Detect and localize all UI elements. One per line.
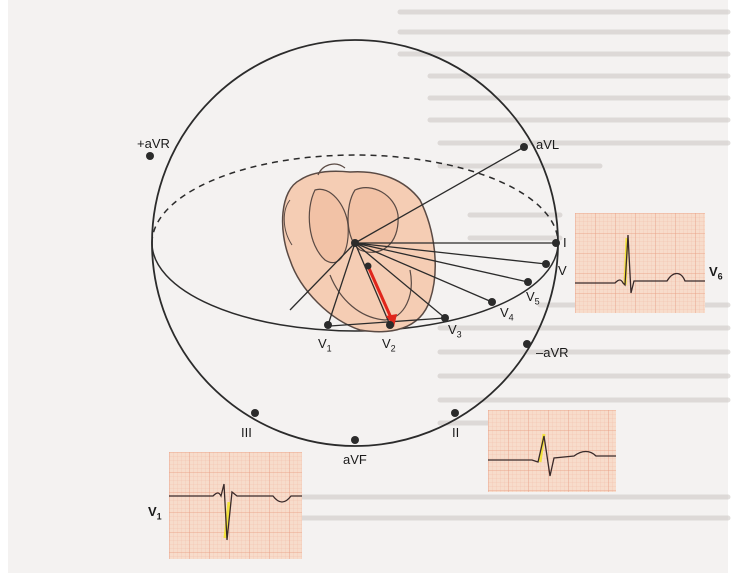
label-v3: V3 (448, 322, 462, 340)
ecg-v1-label: V1 (148, 504, 162, 522)
ecg-v1-label-sub: 1 (157, 512, 162, 522)
heart-illustration (283, 164, 436, 332)
label-v2-base: V (382, 336, 391, 351)
label-avl: aVL (536, 137, 559, 152)
label-lead-i: I (563, 235, 567, 250)
ecg-v6-label-base: V (709, 264, 718, 279)
label-v1: V1 (318, 336, 332, 354)
ecg-strip-v6 (575, 213, 705, 313)
label-v1-sub: 1 (327, 344, 332, 354)
label-v5: V5 (526, 289, 540, 307)
label-v6-lead: V (558, 263, 567, 281)
label-v6-base: V (558, 263, 567, 278)
label-avf: aVF (343, 452, 367, 467)
label-v4: V4 (500, 305, 514, 323)
ecg-strip-v1 (169, 452, 302, 559)
label-minus-avr: –aVR (536, 345, 569, 360)
label-v5-base: V (526, 289, 535, 304)
label-lead-iii: III (241, 425, 252, 440)
label-plus-avr: +aVR (137, 136, 170, 151)
label-v4-sub: 4 (509, 313, 514, 323)
label-v2: V2 (382, 336, 396, 354)
label-v3-sub: 3 (457, 330, 462, 340)
label-v1-base: V (318, 336, 327, 351)
label-lead-ii: II (452, 425, 459, 440)
label-v5-sub: 5 (535, 297, 540, 307)
ecg-v6-label-sub: 6 (718, 272, 723, 282)
label-v4-base: V (500, 305, 509, 320)
label-v3-base: V (448, 322, 457, 337)
label-v2-sub: 2 (391, 344, 396, 354)
ecg-v1-label-base: V (148, 504, 157, 519)
ecg-v6-label: V6 (709, 264, 723, 282)
ecg-strip-lead-ii (488, 410, 616, 492)
